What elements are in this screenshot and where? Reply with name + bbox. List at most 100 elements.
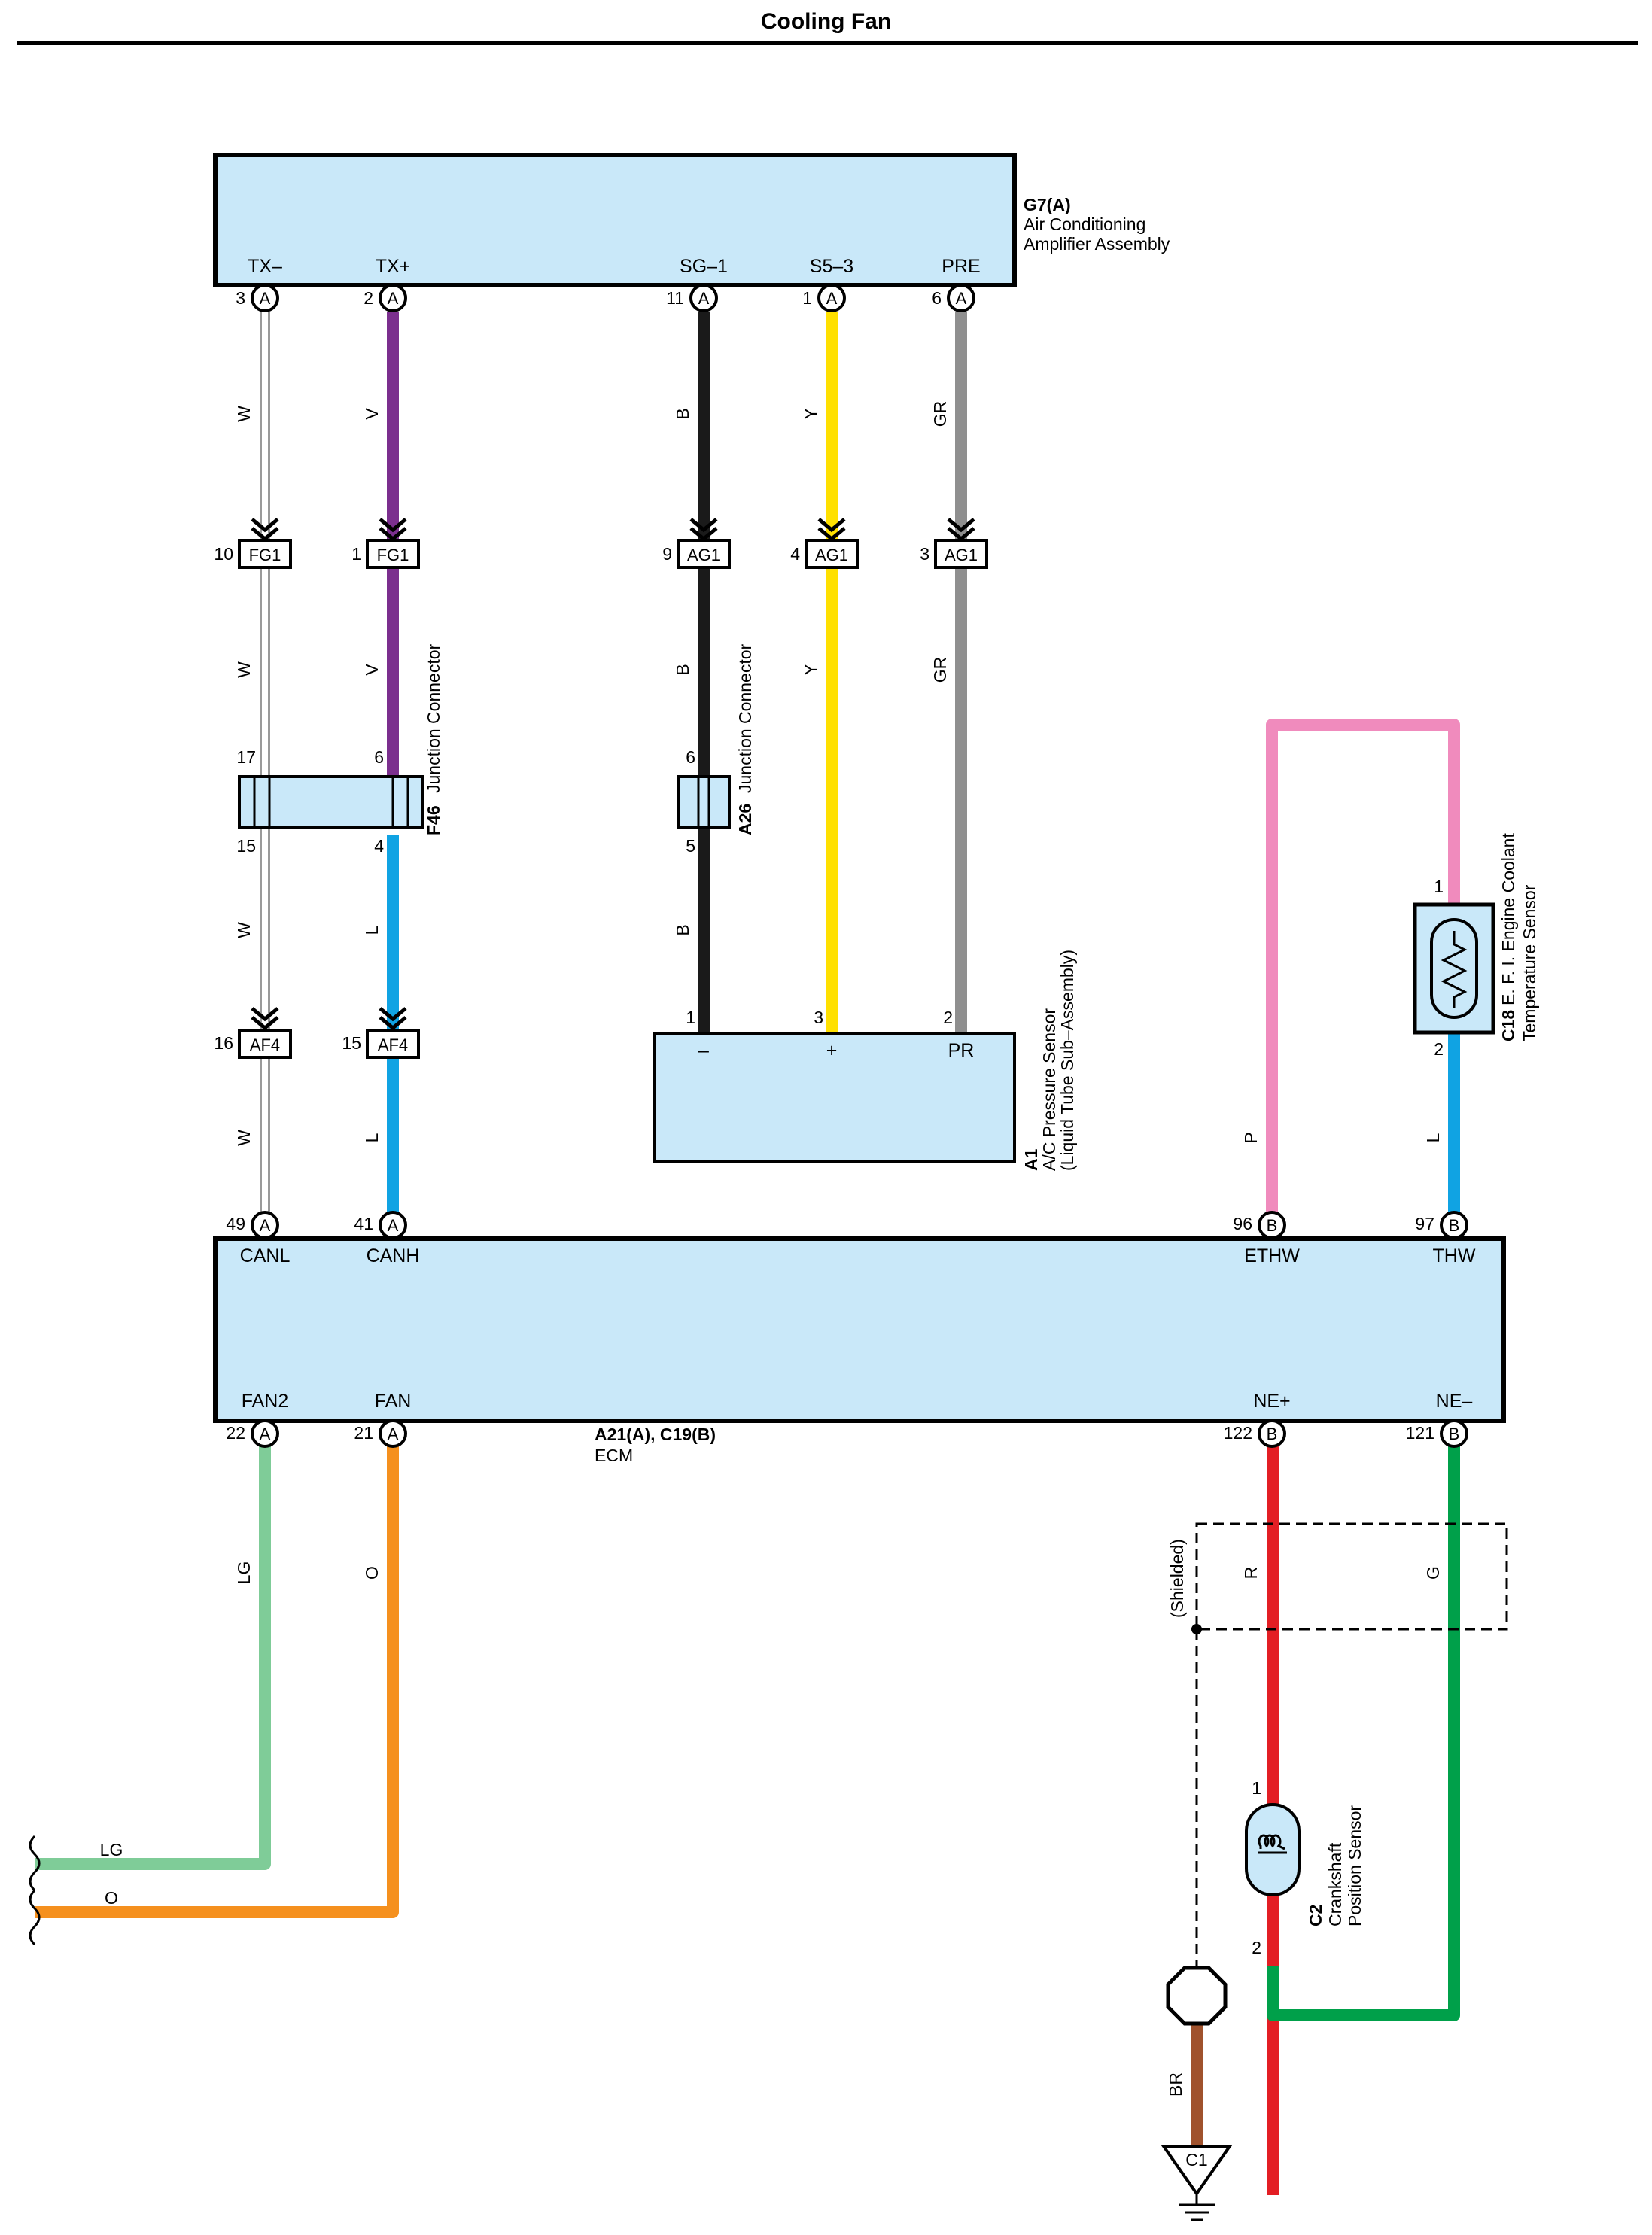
- c18-pin: 2: [1434, 1039, 1444, 1059]
- a1-pin: 1: [686, 1008, 695, 1027]
- terminal-port-letter: A: [956, 289, 967, 308]
- c2-pin: 1: [1252, 1778, 1261, 1798]
- wire-color-label-b: B: [673, 408, 692, 419]
- f46-id: F46: [424, 805, 443, 835]
- c2-crankshaft-sensor-icon: [1245, 1803, 1301, 1896]
- g7-pin: 11: [666, 288, 684, 308]
- wire-color-label-r: R: [1241, 1567, 1261, 1580]
- wire-color-label-l: L: [362, 925, 382, 935]
- wire-color-label-lg: LG: [234, 1561, 254, 1585]
- shield-outline: [1195, 1522, 1508, 1968]
- ecm-terminal-canl: CANL: [240, 1245, 291, 1266]
- a1-desc-line2: (Liquid Tube Sub–Assembly): [1057, 950, 1077, 1171]
- g7-pin: 2: [364, 288, 373, 308]
- f46-name: Junction Connector: [424, 643, 443, 793]
- terminal-port-letter: A: [388, 1216, 399, 1235]
- a1-desc-line1: A/C Pressure Sensor: [1039, 1008, 1059, 1171]
- ground-junction-octagon: [1166, 1966, 1228, 2026]
- g7-amplifier-box: [213, 153, 1017, 287]
- wire-color-label-w: W: [234, 661, 254, 678]
- terminal-port-icon: B: [1258, 1419, 1286, 1448]
- wire-color-label-w: W: [234, 922, 254, 938]
- ecm-terminal-fan: FAN: [375, 1391, 412, 1412]
- ag1-pin: 3: [920, 544, 929, 564]
- terminal-port-letter: A: [260, 289, 271, 308]
- fg1-connector: FG1: [366, 539, 420, 569]
- ecm-pin: 41: [354, 1214, 373, 1233]
- wire-gr: [955, 312, 967, 1032]
- f46-junction-connector: [238, 775, 424, 829]
- wire-color-label-gr: GR: [930, 401, 950, 427]
- ecm-terminal-ethw: ETHW: [1244, 1245, 1300, 1266]
- a26-id: A26: [735, 804, 755, 835]
- terminal-port-icon: A: [947, 284, 975, 312]
- a1-pin: 2: [943, 1008, 953, 1027]
- ag1-pin: 9: [662, 544, 672, 564]
- fg1-pin: 1: [351, 544, 361, 564]
- wire-color-label-gr: GR: [930, 657, 950, 683]
- wire-break-mark: [29, 1835, 41, 1946]
- g7-terminal-txplus: TX+: [376, 256, 411, 277]
- f46-pin: 17: [236, 747, 256, 767]
- wire-color-label-br: BR: [1166, 2072, 1185, 2097]
- terminal-port-icon: A: [379, 1419, 407, 1448]
- a1-pressure-sensor-box: [653, 1032, 1016, 1163]
- wire-color-label-l: L: [1423, 1133, 1443, 1142]
- g7-pin: 6: [932, 288, 942, 308]
- terminal-port-icon: B: [1258, 1211, 1286, 1239]
- ecm-terminal-thw: THW: [1433, 1245, 1476, 1266]
- terminal-port-icon: A: [251, 284, 279, 312]
- terminal-port-letter: A: [388, 289, 399, 308]
- c1-ground-icon: [1161, 2145, 1233, 2221]
- a1-terminal-pr: PR: [948, 1040, 975, 1061]
- terminal-port-letter: A: [260, 1216, 271, 1235]
- wire-b: [698, 312, 710, 1032]
- ag1-connector-label: AG1: [687, 546, 720, 564]
- wire-l-thw: [1448, 1029, 1460, 1222]
- c18-desc-line2: Temperature Sensor: [1520, 884, 1539, 1041]
- c18-pin: 1: [1434, 877, 1444, 896]
- terminal-port-icon: B: [1440, 1419, 1468, 1448]
- wire-color-label-b: B: [673, 664, 692, 675]
- wire-color-label-p: P: [1241, 1132, 1261, 1143]
- ecm-pin: 121: [1406, 1423, 1434, 1443]
- af4-connector: AF4: [238, 1029, 292, 1059]
- wire-lg: [35, 1441, 271, 1870]
- a26-pin: 6: [686, 747, 695, 767]
- connector-chevron-icon: [251, 1007, 279, 1031]
- terminal-port-icon: A: [817, 284, 846, 312]
- ecm-pin: 96: [1233, 1214, 1252, 1233]
- wire-label-o-left: O: [105, 1888, 118, 1908]
- c2-pin: 2: [1252, 1938, 1261, 1957]
- wire-color-label-w: W: [234, 1130, 254, 1146]
- ecm-terminal-fan2: FAN2: [242, 1391, 289, 1412]
- wire-color-label-o: O: [362, 1566, 382, 1580]
- a26-junction-connector: [677, 775, 731, 829]
- terminal-port-icon: A: [379, 284, 407, 312]
- ecm-terminal-neminus: NE–: [1436, 1391, 1473, 1412]
- a1-terminal-plus: +: [826, 1040, 838, 1061]
- ag1-connector: AG1: [805, 539, 859, 569]
- af4-connector-label: AF4: [250, 1035, 280, 1054]
- ecm-id: A21(A), C19(B): [595, 1425, 716, 1444]
- a1-pin: 3: [814, 1008, 823, 1027]
- wire-p: [1266, 719, 1460, 1222]
- ecm-pin: 97: [1415, 1214, 1434, 1233]
- af4-connector: AF4: [366, 1029, 420, 1059]
- ecm-pin: 122: [1224, 1423, 1252, 1443]
- ecm-pin: 49: [226, 1214, 245, 1233]
- fg1-pin: 10: [214, 544, 233, 564]
- terminal-port-letter: A: [698, 289, 710, 308]
- wire-g: [1267, 1441, 1460, 2021]
- ag1-connector: AG1: [677, 539, 731, 569]
- af4-connector-label: AF4: [378, 1035, 408, 1054]
- terminal-port-icon: A: [251, 1419, 279, 1448]
- terminal-port-icon: A: [251, 1211, 279, 1239]
- f46-pin: 4: [374, 836, 384, 856]
- g7-terminal-sg1: SG–1: [680, 256, 728, 277]
- ecm-name: ECM: [595, 1446, 633, 1465]
- ag1-connector-label: AG1: [815, 546, 848, 564]
- terminal-port-letter: B: [1449, 1216, 1460, 1235]
- ecm-terminal-neplus: NE+: [1253, 1391, 1290, 1412]
